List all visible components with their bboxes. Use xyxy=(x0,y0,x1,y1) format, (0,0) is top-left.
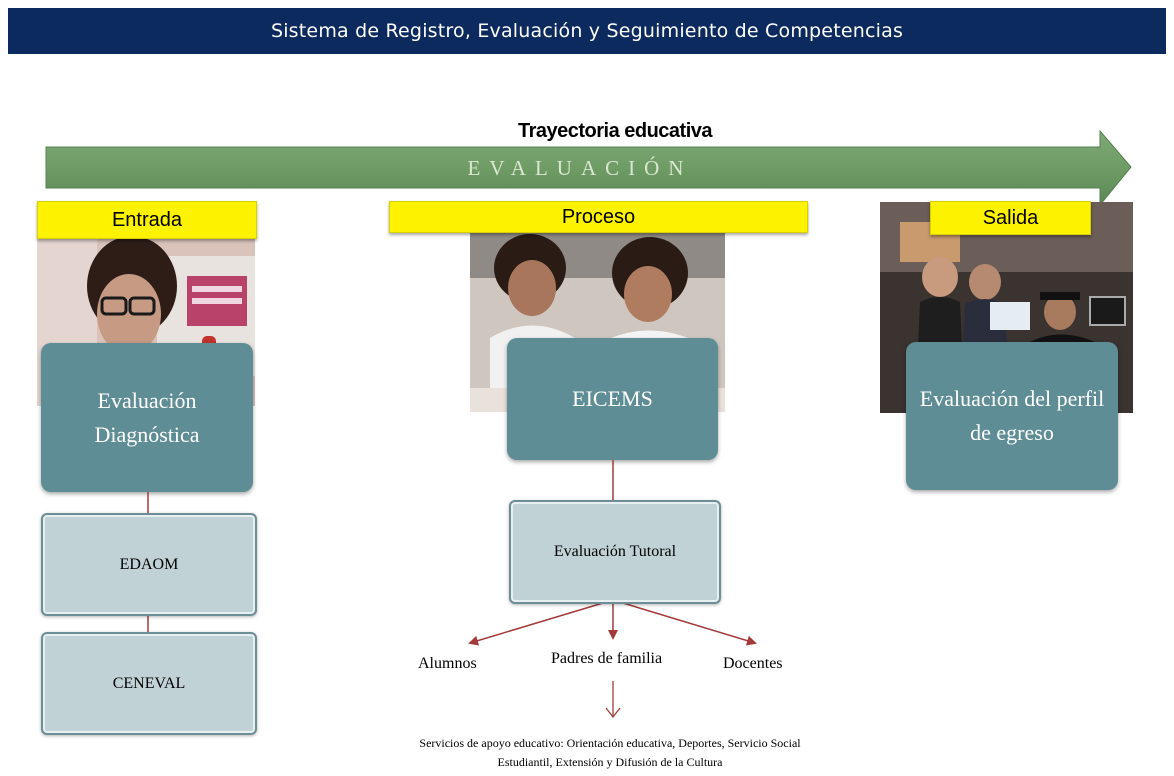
support-services-text: Servicios de apoyo educativo: Orientació… xyxy=(340,734,880,772)
evaluacion-diagnostica-box: Evaluación Diagnóstica xyxy=(41,343,253,492)
support-services-line-1: Servicios de apoyo educativo: Orientació… xyxy=(419,736,801,750)
branch-padres-de-familia: Padres de familia xyxy=(551,650,663,667)
support-services-line-2: Estudiantil, Extensión y Difusión de la … xyxy=(497,755,723,769)
timeline-arrow-text: EVALUACIÓN xyxy=(467,156,693,180)
branch-alumnos: Alumnos xyxy=(418,655,477,672)
eicems-box: EICEMS xyxy=(507,338,718,460)
header-title: Sistema de Registro, Evaluación y Seguim… xyxy=(270,20,904,42)
evaluacion-tutoral-box: Evaluación Tutoral xyxy=(509,500,721,604)
branch-docentes: Docentes xyxy=(723,655,783,672)
stage-label-proceso: Proceso xyxy=(389,201,808,233)
header-bar: Sistema de Registro, Evaluación y Seguim… xyxy=(8,8,1166,54)
stage-label-salida: Salida xyxy=(930,201,1091,235)
edaom-box: EDAOM xyxy=(41,513,257,616)
ceneval-box: CENEVAL xyxy=(41,632,257,735)
evaluacion-perfil-egreso-box: Evaluación del perfil de egreso xyxy=(906,342,1118,490)
timeline-title: Trayectoria educativa xyxy=(517,120,713,142)
stage-label-entrada: Entrada xyxy=(37,201,257,239)
